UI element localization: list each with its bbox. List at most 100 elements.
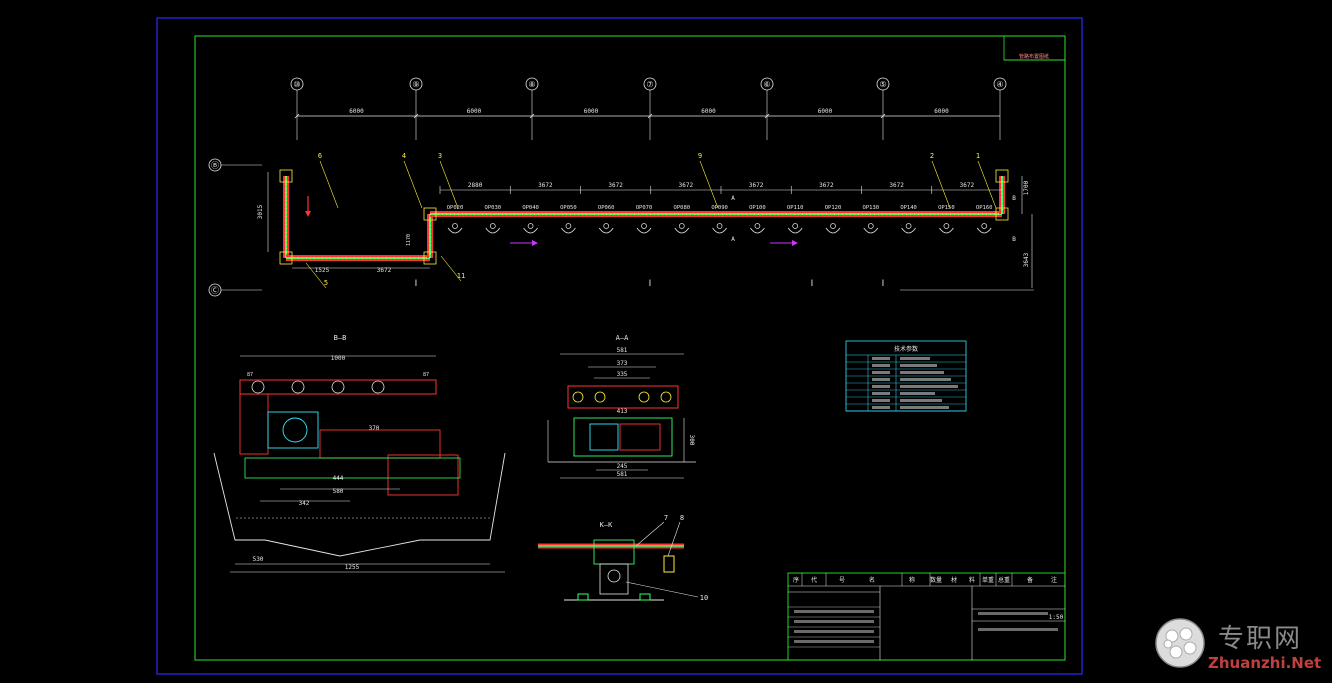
kk-leader (625, 581, 699, 598)
part-balloon: 11 (457, 272, 465, 280)
column-bubble-label: ⑩ (293, 80, 300, 89)
section-mark: B (1012, 236, 1016, 243)
operator-symbol (674, 227, 690, 234)
title-block-cell-mark (978, 628, 1058, 631)
part-balloon: 3 (438, 152, 442, 160)
kk-hanger-wheel (607, 569, 621, 583)
bb-roller (291, 380, 305, 394)
title-block-header-cell: 称 (909, 576, 915, 584)
flow-arrow-head (305, 211, 311, 217)
column-marker: Ⅰ (811, 279, 814, 289)
title-block-header-cell: 数量 (930, 576, 942, 584)
dim-tick (413, 113, 419, 119)
operator-head (452, 223, 458, 229)
bb-roller (371, 380, 385, 394)
column-bubble-label: ⑦ (646, 80, 653, 89)
bb-dim: 580 (333, 488, 344, 495)
operator-symbol (447, 227, 463, 234)
bb-foundation-pit (213, 452, 506, 557)
side-dim: 1170 (406, 234, 412, 246)
segment-dim: 3672 (538, 182, 553, 189)
operator-head (527, 223, 534, 229)
aa-roller (638, 391, 650, 403)
balloon-leader (305, 262, 327, 289)
section-mark: A (731, 195, 735, 202)
title-block-header-cell: 单重 (982, 576, 994, 584)
tech-table-cell-mark (872, 406, 890, 409)
tech-table-cell-mark (900, 378, 951, 381)
operator-head (867, 223, 874, 229)
tech-table-cell-mark (872, 371, 890, 374)
station-label: OP140 (900, 205, 917, 211)
watermark-en: Zhuanzhi.Net (1208, 654, 1322, 672)
bb-motor (387, 454, 459, 496)
corner-sprocket (279, 169, 293, 183)
corner-sprocket (995, 169, 1009, 183)
operator-head (905, 223, 912, 229)
title-block-scale: 1:50 (1049, 614, 1064, 621)
operator-head (943, 223, 950, 229)
flow-arrow-head (792, 240, 798, 246)
right-dim: 1700 (1023, 180, 1030, 195)
top-span-dim: 6000 (349, 108, 364, 115)
bb-dim: 1255 (345, 564, 360, 571)
kk-balloon: 7 (664, 514, 668, 522)
title-block-cell-mark (794, 610, 874, 613)
station-label: OP150 (938, 205, 955, 211)
top-span-dim: 6000 (818, 108, 833, 115)
section-title: B—B (334, 334, 347, 342)
dim-tick (764, 113, 770, 119)
segment-dim: 3672 (889, 182, 904, 189)
operator-head (603, 223, 610, 229)
station-label: OP040 (522, 205, 539, 211)
title-block-header-cell: 材 (951, 576, 957, 584)
operator-head (489, 223, 496, 229)
watermark-logo-icon (1155, 618, 1205, 668)
outer-frame (156, 17, 1083, 675)
part-balloon: 5 (324, 279, 328, 287)
title-block-frame (787, 572, 1066, 661)
kk-leader (635, 521, 665, 547)
station-label: OP060 (598, 205, 615, 211)
bb-left-post (239, 393, 269, 455)
operator-symbol (636, 227, 652, 234)
section-title: A—A (616, 334, 629, 342)
kk-foot (577, 593, 589, 601)
inner-frame (194, 35, 1066, 661)
row-bubble-label: Ⓒ (211, 286, 219, 295)
tech-table-cell-mark (872, 364, 890, 367)
column-marker: Ⅰ (415, 279, 418, 289)
part-balloon: 1 (976, 152, 980, 160)
bb-dim: 530 (253, 556, 264, 563)
aa-roller (660, 391, 672, 403)
top-span-dim: 6000 (584, 108, 599, 115)
section-mark: B (1012, 195, 1016, 202)
segment-dim: 3672 (749, 182, 764, 189)
operator-symbol (863, 227, 879, 234)
aa-motor (619, 423, 661, 451)
segment-dim: 3672 (608, 182, 623, 189)
balloon-leader (319, 160, 339, 209)
tech-table-cell-mark (900, 385, 958, 388)
row-bubble-label: Ⓑ (211, 161, 219, 170)
kk-balloon: 8 (680, 514, 684, 522)
flow-arrow-head (532, 240, 538, 246)
balloon-leader (440, 255, 462, 282)
bottom-dim: 3672 (377, 267, 392, 274)
title-block-header-cell: 备 (1027, 576, 1033, 584)
bottom-dim: 1525 (315, 267, 330, 274)
corner-sprocket (423, 207, 437, 221)
operator-head (792, 223, 799, 229)
watermark-cn: 专职网 (1218, 624, 1303, 654)
aa-dim: 245 (617, 463, 628, 470)
kk-leader (667, 521, 681, 557)
operator-symbol (976, 227, 992, 234)
aa-dim: 581 (617, 471, 628, 478)
bb-dim: 87 (423, 372, 429, 378)
tech-table-cell-mark (872, 378, 890, 381)
bb-dim: 1000 (331, 355, 346, 362)
bb-roller (251, 380, 265, 394)
bb-top-beam (239, 379, 437, 395)
